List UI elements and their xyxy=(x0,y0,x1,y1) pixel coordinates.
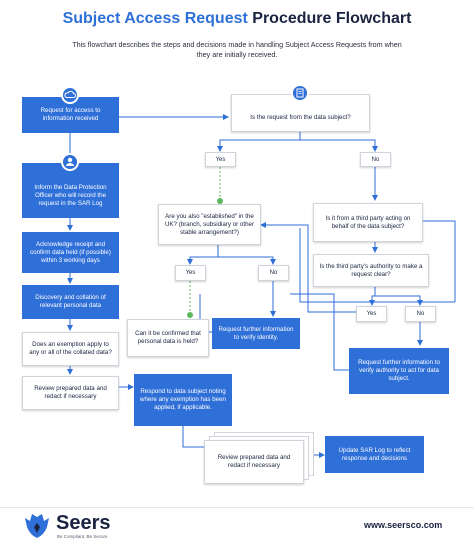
exemption-label: Does an exemption apply to any or all of… xyxy=(29,341,112,356)
acknowledge-label: Acknowledge receipt and confirm data hel… xyxy=(30,240,111,264)
footer-divider xyxy=(0,507,474,508)
no-label-1: No xyxy=(371,156,380,163)
page-title: Subject Access Request Procedure Flowcha… xyxy=(0,10,474,28)
data-held-node: Can it be confirmed that personal data i… xyxy=(127,319,209,357)
authority-clear-label: Is the third party's authority to make a… xyxy=(319,262,423,278)
is-data-subject-label: Is the request from the data subject? xyxy=(250,114,351,121)
yes-node-2: Yes xyxy=(175,265,206,281)
authority-clear-node: Is the third party's authority to make a… xyxy=(313,254,429,287)
no-node-2: No xyxy=(258,265,289,281)
request-authority-label: Request further information to verify au… xyxy=(358,359,440,382)
document-icon xyxy=(291,84,309,102)
exemption-node: Does an exemption apply to any or all of… xyxy=(22,332,119,366)
review-prepared-node: Review prepared data and redact if neces… xyxy=(204,440,304,484)
yes-node-3: Yes xyxy=(356,306,387,322)
discovery-node: Discovery and collation of relevant pers… xyxy=(22,285,119,319)
inform-dpo-label: Inform the Data Protection Officer who w… xyxy=(34,183,107,207)
yes-label-1: Yes xyxy=(215,156,226,163)
user-icon xyxy=(61,153,79,171)
cloud-icon xyxy=(61,86,79,104)
yes-label-3: Yes xyxy=(366,311,377,317)
update-log-node: Update SAR Log to reflect response and d… xyxy=(325,436,424,473)
established-label: Are you also "established" in the UK? (b… xyxy=(164,212,255,236)
brand-tagline: Be Compliant, Be Secure xyxy=(57,534,108,539)
title-part-1: Subject Access Request xyxy=(62,10,248,27)
yes-node-1: Yes xyxy=(205,152,236,167)
no-node-3: No xyxy=(405,306,436,322)
respond-node: Respond to data subject noting where any… xyxy=(134,374,232,426)
inform-dpo-node: Inform the Data Protection Officer who w… xyxy=(22,163,119,218)
acknowledge-node: Acknowledge receipt and confirm data hel… xyxy=(22,232,119,273)
respond-label: Respond to data subject noting where any… xyxy=(140,388,226,411)
review-prepared-label: Review prepared data and redact if neces… xyxy=(217,454,291,469)
third-party-node: Is it from a third party acting on behal… xyxy=(313,203,423,242)
no-node-1: No xyxy=(360,152,391,167)
request-identity-node: Request further information to verify id… xyxy=(212,318,300,349)
update-log-label: Update SAR Log to reflect response and d… xyxy=(338,446,411,462)
no-label-2: No xyxy=(269,270,278,276)
third-party-label: Is it from a third party acting on behal… xyxy=(325,214,411,230)
review-redact-label: Review prepared data and redact if neces… xyxy=(34,385,107,400)
brand-name: Seers xyxy=(56,512,111,534)
website-link[interactable]: www.seersco.com xyxy=(364,520,443,530)
request-authority-node: Request further information to verify au… xyxy=(349,348,449,394)
seers-logo-icon xyxy=(22,513,52,544)
no-label-3: No xyxy=(416,311,425,317)
request-identity-label: Request further information to verify id… xyxy=(218,325,294,341)
title-part-2: Procedure Flowchart xyxy=(252,10,412,27)
yes-label-2: Yes xyxy=(185,270,196,276)
established-node: Are you also "established" in the UK? (b… xyxy=(158,204,261,245)
review-redact-node: Review prepared data and redact if neces… xyxy=(22,376,119,410)
data-held-label: Can it be confirmed that personal data i… xyxy=(135,330,201,345)
discovery-label: Discovery and collation of relevant pers… xyxy=(35,294,106,309)
page-subtitle: This flowchart describes the steps and d… xyxy=(72,40,402,59)
request-received-label: Request for access to information receiv… xyxy=(40,107,101,122)
